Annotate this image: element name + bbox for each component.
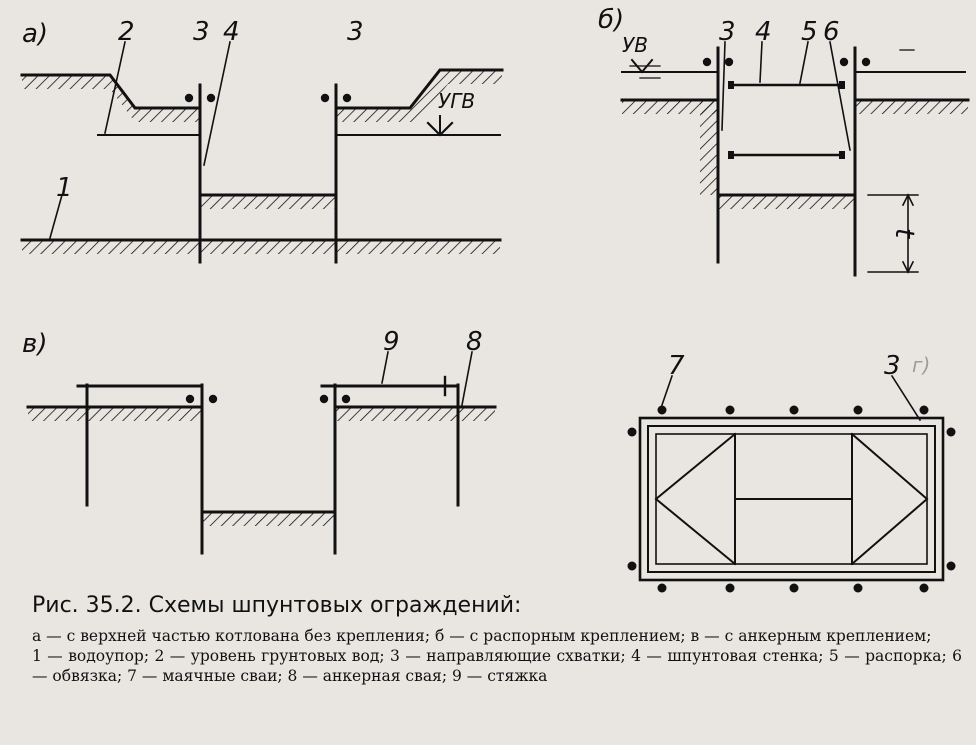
uv-label: УВ: [622, 33, 648, 57]
label-9: 9: [383, 327, 400, 357]
plan-middle-wall: [647, 425, 936, 573]
scheme-b: [620, 41, 970, 277]
guide-wale-dot: [320, 93, 330, 103]
scheme-g-label: г): [912, 353, 930, 377]
scheme-a: [20, 41, 504, 264]
caption-line-legend: 1 — водоупор; 2 — уровень грунтовых вод;…: [32, 647, 962, 685]
caption-line-schemes: а — с верхней частью котлована без крепл…: [32, 627, 932, 645]
scheme-g-plan: [627, 374, 956, 593]
guide-wale-dot: [184, 93, 194, 103]
scheme-v: [26, 351, 497, 555]
label-5: 5: [801, 17, 818, 47]
scheme-b-label: б): [598, 5, 624, 35]
label-4: 4: [223, 17, 240, 47]
label-2: 2: [118, 17, 135, 47]
ugv-label: УГВ: [438, 89, 475, 113]
figure-caption: Рис. 35.2. Схемы шпунтовых ограждений: а…: [32, 593, 962, 686]
uv-marker: [630, 58, 654, 74]
label-1: 1: [56, 173, 73, 203]
beacon-piles: [627, 405, 956, 593]
embedment-depth-label: t: [889, 228, 919, 239]
label-3: 3: [347, 17, 364, 47]
scheme-a-label: а): [22, 19, 48, 49]
label-6: 6: [823, 17, 840, 47]
label-4: 4: [755, 17, 772, 47]
plan-outer-wall: [638, 416, 945, 582]
guide-wale-dot: [206, 93, 216, 103]
label-3: 3: [193, 17, 210, 47]
label-8: 8: [466, 327, 483, 357]
guide-wale-dot: [342, 93, 352, 103]
scheme-v-label: в): [22, 329, 47, 359]
caption-title: Рис. 35.2. Схемы шпунтовых ограждений:: [32, 593, 522, 618]
label-3: 3: [884, 351, 901, 381]
label-7: 7: [668, 351, 685, 381]
label-3: 3: [719, 17, 736, 47]
